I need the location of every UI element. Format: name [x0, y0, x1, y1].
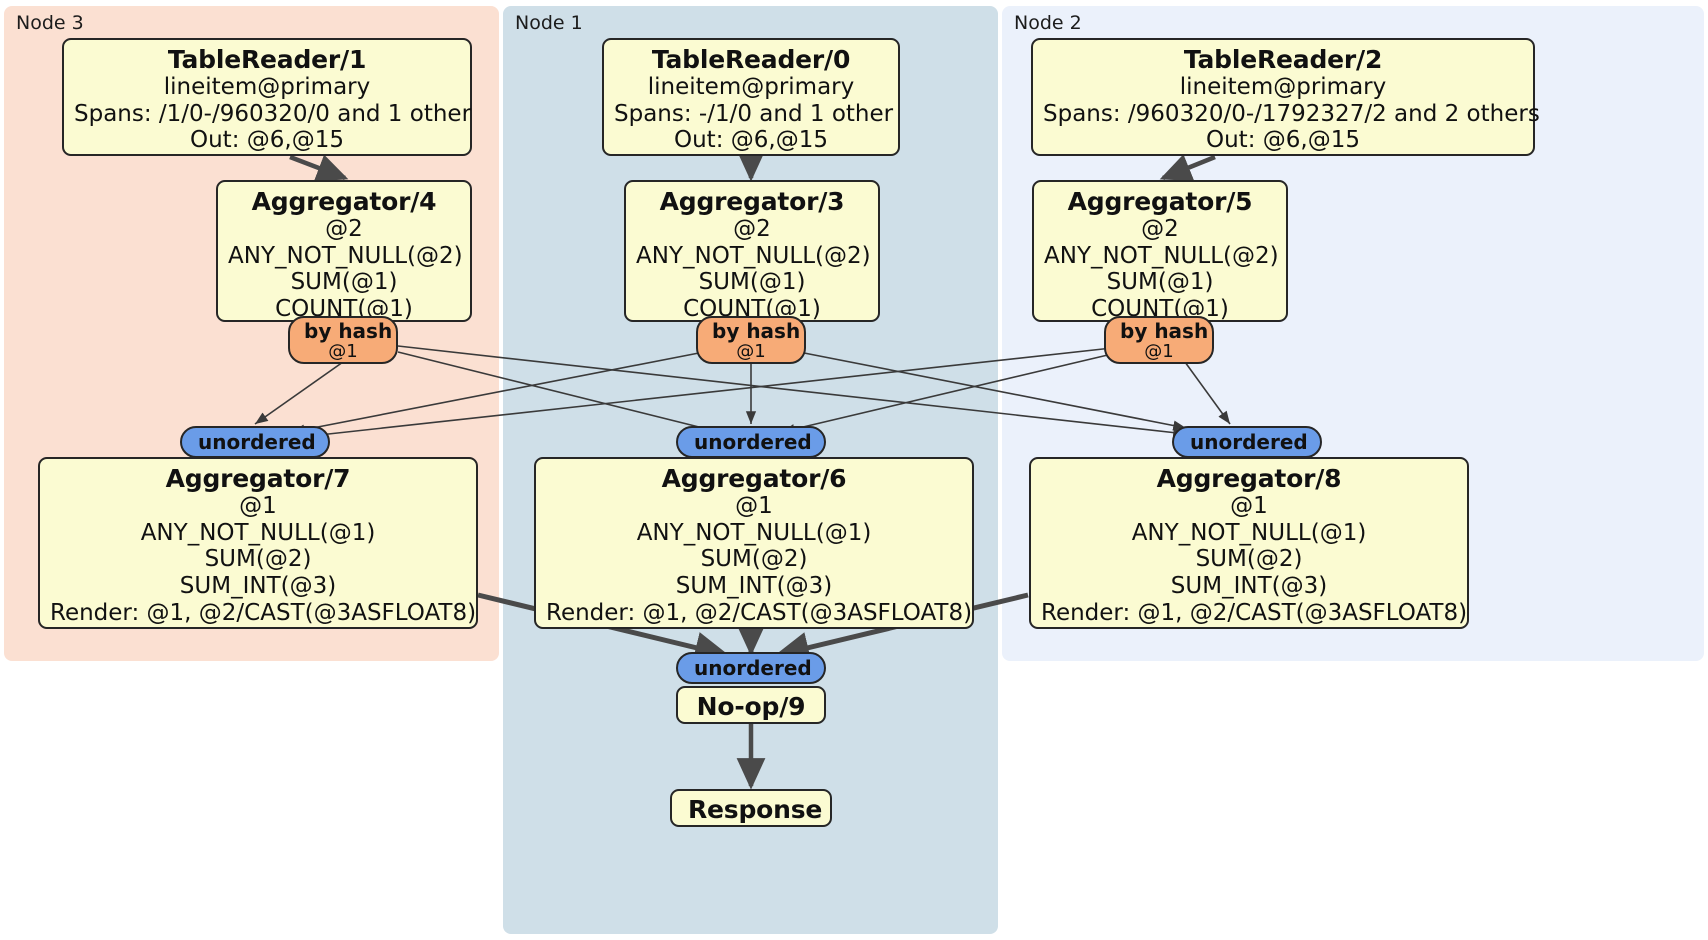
processor-line: SUM_INT(@3)	[1170, 573, 1328, 600]
processor-line: Out: @6,@15	[1206, 127, 1360, 154]
processor-title: No-op/9	[696, 692, 806, 721]
processor-line: ANY_NOT_NULL(@1)	[636, 519, 872, 546]
processor-line: lineitem@primary	[647, 74, 855, 100]
node-panel-label-node2: Node 2	[1014, 12, 1082, 34]
processor-line: SUM(@2)	[700, 546, 808, 573]
processor-line: @2	[733, 216, 771, 242]
badge-title: by hash	[712, 319, 801, 343]
badge-title: unordered	[694, 656, 812, 680]
badge-subtitle: @1	[736, 341, 766, 363]
processor-line: SUM(@1)	[290, 269, 398, 296]
processor-line: ANY_NOT_NULL(@1)	[140, 519, 376, 546]
badge-by-hash-mid[interactable]: by hash @1	[696, 316, 806, 364]
processor-line: Spans: /960320/0-/1792327/2 and 2 others	[1043, 100, 1540, 127]
processor-title: Aggregator/5	[1067, 187, 1253, 216]
processor-title: TableReader/0	[651, 45, 851, 74]
badge-title: by hash	[1120, 319, 1209, 343]
processor-line: @1	[735, 493, 773, 519]
processor-line: Render: @1, @2/CAST(@3ASFLOAT8)	[50, 599, 477, 626]
processor-line: @2	[325, 216, 363, 242]
processor-line: SUM(@1)	[698, 269, 806, 296]
processor-line: SUM(@2)	[1195, 546, 1303, 573]
processor-aggregator-3[interactable]: Aggregator/3 @2 ANY_NOT_NULL(@2) SUM(@1)…	[624, 180, 880, 322]
processor-line: SUM(@1)	[1106, 269, 1214, 296]
processor-tablereader-2[interactable]: TableReader/2 lineitem@primary Spans: /9…	[1031, 38, 1540, 156]
node-panel-label-node1: Node 1	[515, 12, 583, 34]
badge-unordered-left[interactable]: unordered	[180, 426, 330, 458]
processor-title: Aggregator/8	[1156, 464, 1342, 493]
processor-aggregator-6[interactable]: Aggregator/6 @1 ANY_NOT_NULL(@1) SUM(@2)…	[534, 457, 974, 629]
processor-line: lineitem@primary	[1179, 74, 1387, 100]
processor-line: Spans: -/1/0 and 1 other	[614, 100, 894, 127]
badge-unordered-final[interactable]: unordered	[676, 652, 826, 684]
processor-line: @2	[1141, 216, 1179, 242]
processor-line: @1	[239, 493, 277, 519]
processor-line: SUM_INT(@3)	[675, 573, 833, 600]
processor-line: @1	[1230, 493, 1268, 519]
badge-by-hash-right[interactable]: by hash @1	[1104, 316, 1214, 364]
processor-line: Out: @6,@15	[190, 127, 344, 154]
node-panel-label-node3: Node 3	[16, 12, 84, 34]
badge-unordered-right[interactable]: unordered	[1172, 426, 1322, 458]
processor-title: Response	[688, 795, 823, 824]
processor-line: ANY_NOT_NULL(@2)	[228, 242, 463, 269]
processor-line: Render: @1, @2/CAST(@3ASFLOAT8)	[1041, 599, 1468, 626]
badge-subtitle: @1	[328, 341, 358, 363]
processor-line: Render: @1, @2/CAST(@3ASFLOAT8)	[546, 599, 973, 626]
processor-tablereader-0[interactable]: TableReader/0 lineitem@primary Spans: -/…	[602, 38, 900, 156]
processor-title: Aggregator/4	[251, 187, 437, 216]
processor-line: lineitem@primary	[163, 74, 371, 100]
processor-line: ANY_NOT_NULL(@2)	[636, 242, 871, 269]
processor-title: Aggregator/6	[661, 464, 847, 493]
processor-aggregator-7[interactable]: Aggregator/7 @1 ANY_NOT_NULL(@1) SUM(@2)…	[38, 457, 478, 629]
processor-noop-9[interactable]: No-op/9	[676, 686, 826, 724]
processor-line: Spans: /1/0-/960320/0 and 1 other	[74, 100, 472, 127]
processor-tablereader-1[interactable]: TableReader/1 lineitem@primary Spans: /1…	[62, 38, 472, 156]
processor-line: SUM(@2)	[204, 546, 312, 573]
processor-title: Aggregator/7	[165, 464, 351, 493]
processor-title: Aggregator/3	[659, 187, 845, 216]
badge-by-hash-left[interactable]: by hash @1	[288, 316, 398, 364]
badge-title: unordered	[198, 430, 316, 454]
processor-aggregator-5[interactable]: Aggregator/5 @2 ANY_NOT_NULL(@2) SUM(@1)…	[1032, 180, 1288, 322]
processor-line: ANY_NOT_NULL(@2)	[1044, 242, 1279, 269]
processor-title: TableReader/1	[167, 45, 367, 74]
badge-title: by hash	[304, 319, 393, 343]
processor-line: Out: @6,@15	[674, 127, 828, 154]
badge-title: unordered	[1190, 430, 1308, 454]
processor-aggregator-4[interactable]: Aggregator/4 @2 ANY_NOT_NULL(@2) SUM(@1)…	[216, 180, 472, 322]
processor-aggregator-8[interactable]: Aggregator/8 @1 ANY_NOT_NULL(@1) SUM(@2)…	[1029, 457, 1469, 629]
processor-line: SUM_INT(@3)	[179, 573, 337, 600]
badge-title: unordered	[694, 430, 812, 454]
badge-unordered-mid[interactable]: unordered	[676, 426, 826, 458]
processor-response[interactable]: Response	[670, 789, 832, 827]
processor-line: ANY_NOT_NULL(@1)	[1131, 519, 1367, 546]
badge-subtitle: @1	[1144, 341, 1174, 363]
processor-title: TableReader/2	[1183, 45, 1383, 74]
